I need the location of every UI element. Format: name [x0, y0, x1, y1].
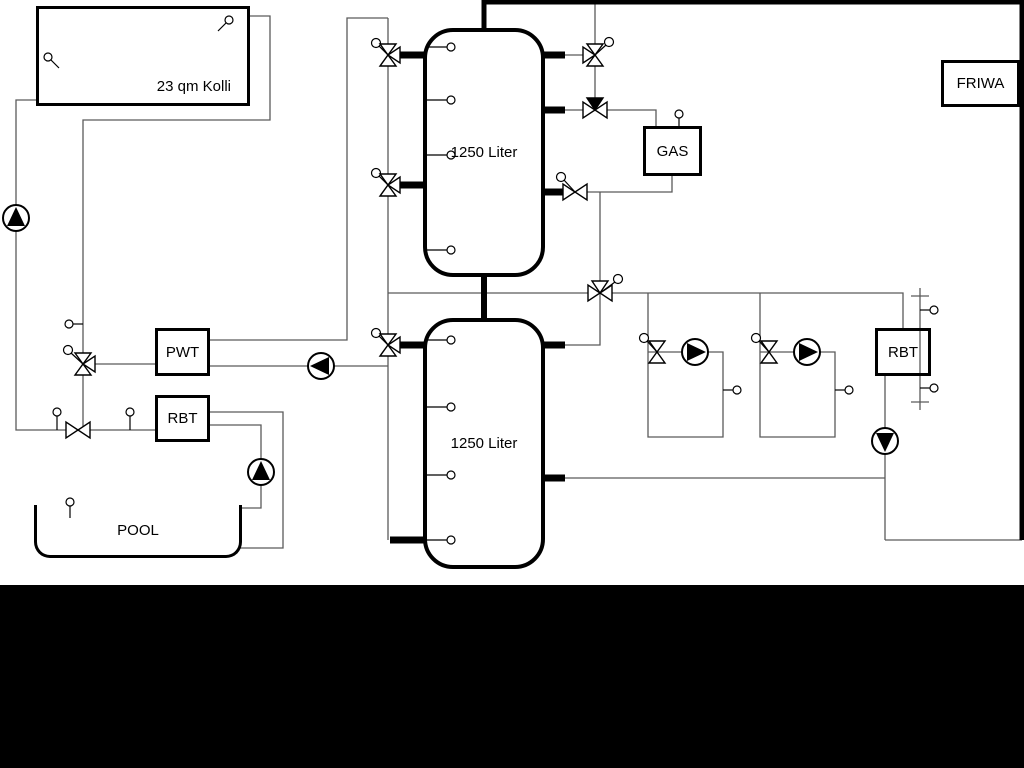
temperature-sensor-icon [64, 319, 83, 329]
valve-riser-mid-icon [370, 167, 401, 197]
pump-dhw-icon [871, 427, 899, 455]
three-way-valve-solar-icon [62, 344, 96, 376]
pump-heating1-icon [681, 338, 709, 366]
gas-boiler-box: GAS [643, 126, 702, 176]
temperature-sensor-icon [217, 15, 234, 32]
temperature-sensor-icon [43, 52, 60, 69]
mixing-valve-gas-icon [582, 97, 608, 120]
tank-upper-label: 1250 Liter [450, 144, 518, 161]
tank-lower-label: 1250 Liter [450, 435, 518, 452]
pump-pwt-icon [307, 352, 335, 380]
valve-riser-low-icon [370, 327, 401, 357]
three-way-valve-top-right-icon [582, 36, 615, 67]
pwt-label: PWT [165, 343, 200, 361]
rbt-right-box: RBT [875, 328, 931, 376]
pool-label: POOL [117, 521, 159, 539]
temperature-sensor-icon [835, 385, 854, 395]
pump-pool-icon [247, 458, 275, 486]
collector-label: 23 qm Kolli [156, 78, 231, 95]
valve-heating1-icon [638, 332, 667, 364]
valve-riser-top-icon [370, 37, 401, 67]
buffer-tank-upper: 1250 Liter [423, 28, 545, 277]
pump-heating2-icon [793, 338, 821, 366]
valve-heating2-icon [750, 332, 779, 364]
temperature-sensor-icon [920, 383, 939, 393]
temperature-sensor-icon [427, 470, 456, 480]
temperature-sensor-icon [427, 95, 456, 105]
temperature-sensor-icon [723, 385, 742, 395]
valve-pool-return-icon [65, 420, 91, 440]
main-pipes [390, 0, 1024, 544]
temperature-sensor-icon [427, 150, 456, 160]
pool-basin: POOL [34, 505, 242, 558]
bottom-black-bar [0, 585, 1024, 768]
rbt-right-label: RBT [888, 343, 918, 361]
buffer-tank-lower: 1250 Liter [423, 318, 545, 569]
three-way-valve-header-icon [587, 273, 624, 303]
rbt-left-box: RBT [155, 395, 210, 442]
pwt-box: PWT [155, 328, 210, 376]
temperature-sensor-icon [920, 305, 939, 315]
temperature-sensor-icon [65, 497, 75, 518]
gas-label: GAS [656, 142, 689, 160]
friwa-label: FRIWA [956, 75, 1005, 92]
temperature-sensor-icon [427, 402, 456, 412]
rbt-left-label: RBT [167, 410, 198, 427]
solar-collector-box: 23 qm Kolli [36, 6, 250, 106]
pump-solar-icon [2, 204, 30, 232]
temperature-sensor-icon [52, 407, 62, 430]
friwa-box: FRIWA [941, 60, 1020, 107]
valve-gas-return-icon [555, 171, 588, 202]
temperature-sensor-icon [125, 407, 135, 430]
